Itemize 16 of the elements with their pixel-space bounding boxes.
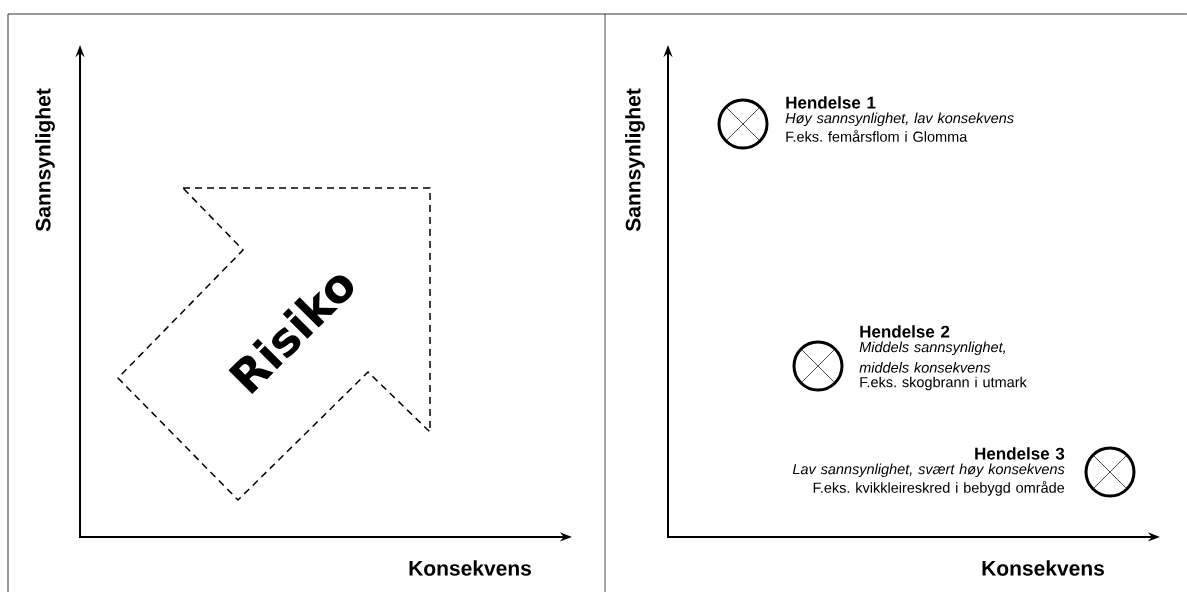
axis-title: Sannsynlighet (35, 88, 55, 232)
axis-title: Sannsynlighet (625, 88, 645, 232)
event-example: F.eks. femårsflom i Glomma (786, 130, 968, 142)
event-title: Hendelse 2 (860, 325, 950, 338)
event-description: Middels sannsynlighet, middels konsekvens (859, 341, 1005, 373)
crossed-circle-marker (792, 340, 844, 392)
crossed-circle-marker (1084, 446, 1136, 498)
axis-title: Konsekvens (409, 560, 531, 576)
event-title: Hendelse 3 (975, 447, 1065, 460)
crossed-circle-marker (717, 98, 769, 150)
event-description: Høy sannsynlighet, lav konsekvens (785, 112, 1014, 127)
event-title: Hendelse 1 (786, 96, 876, 109)
event-example: F.eks. kvikkleireskred i bebygd område (813, 481, 1065, 496)
axis-title: Konsekvens (982, 560, 1104, 576)
event-description: Lav sannsynlighet, svært høy konsekvens (792, 463, 1065, 478)
event-example: F.eks. skogbrann i utmark (860, 376, 1027, 391)
